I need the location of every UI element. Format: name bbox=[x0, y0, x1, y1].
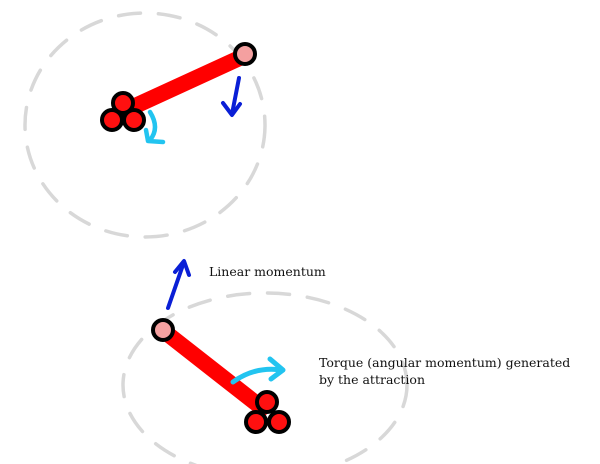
bottom-molecule bbox=[151, 259, 291, 434]
linear-momentum-arrow-icon bbox=[166, 259, 191, 310]
bottom-small-atom bbox=[151, 318, 175, 342]
top-molecule bbox=[100, 42, 257, 145]
bottom-rod bbox=[157, 324, 270, 416]
top-torque-arrow-icon bbox=[143, 109, 166, 145]
top-linear-arrow-icon bbox=[221, 76, 242, 117]
linear-momentum-label: Linear momentum bbox=[209, 264, 326, 279]
torque-arrow-icon bbox=[230, 356, 286, 385]
top-rod bbox=[114, 48, 252, 120]
torque-label-line1: Torque (angular momentum) generated bbox=[319, 355, 571, 370]
torque-label-line2: by the attraction bbox=[319, 372, 426, 387]
top-atom-cluster bbox=[100, 91, 146, 132]
bottom-atom-cluster bbox=[244, 390, 291, 434]
bottom-orbit-dashed-circle bbox=[121, 291, 409, 464]
top-orbit-dashed-circle bbox=[23, 11, 267, 239]
top-small-atom bbox=[233, 42, 257, 66]
